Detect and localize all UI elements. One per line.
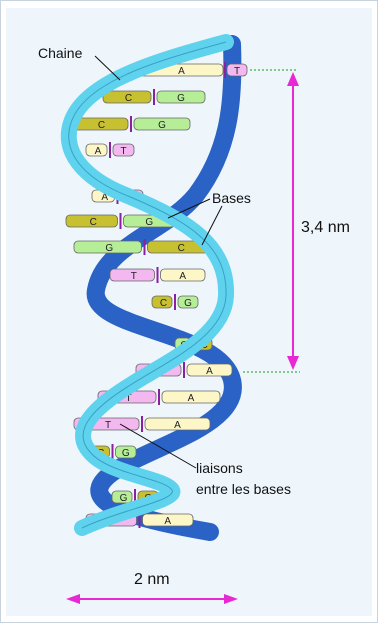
width-arrow-head-right — [224, 594, 238, 604]
width-arrow-head-left — [66, 594, 80, 604]
base-left-letter: G — [105, 243, 113, 254]
base-right-letter: T — [120, 146, 126, 157]
label-chaine: Chaine — [38, 45, 83, 61]
base-right-letter: C — [178, 243, 185, 254]
base-right-letter: G — [158, 120, 166, 131]
label-width: 2 nm — [134, 571, 170, 588]
label-liaisons: liaisons — [196, 460, 243, 476]
base-right-letter: G — [184, 298, 192, 309]
base-left-letter: C — [98, 120, 105, 131]
label-bases: Bases — [212, 190, 251, 206]
base-extra-letter: T — [234, 66, 240, 77]
base-left-letter: T — [105, 420, 111, 431]
pitch-arrow-head-bottom — [287, 356, 299, 370]
base-left-letter: C — [90, 217, 97, 228]
base-right-letter: A — [188, 393, 195, 404]
base-right-letter: A — [164, 516, 171, 527]
label-pitch: 3,4 nm — [301, 219, 350, 236]
base-left-letter: A — [95, 146, 102, 157]
base-left-letter: C — [125, 93, 132, 104]
label-entre-les-bases: entre les bases — [196, 481, 291, 497]
pitch-arrow-head-top — [287, 72, 299, 86]
back-strand — [96, 44, 233, 532]
base-left-letter: G — [120, 493, 128, 504]
base-right-letter: A — [179, 271, 186, 282]
base-right-letter: A — [178, 66, 185, 77]
base-right-letter: G — [145, 217, 153, 228]
base-right-letter: G — [122, 448, 130, 459]
base-right-letter: G — [177, 93, 185, 104]
base-left-letter: C — [160, 298, 167, 309]
base-right-letter: A — [174, 420, 181, 431]
base-right-letter: A — [206, 366, 213, 377]
base-left-letter: T — [131, 271, 137, 282]
